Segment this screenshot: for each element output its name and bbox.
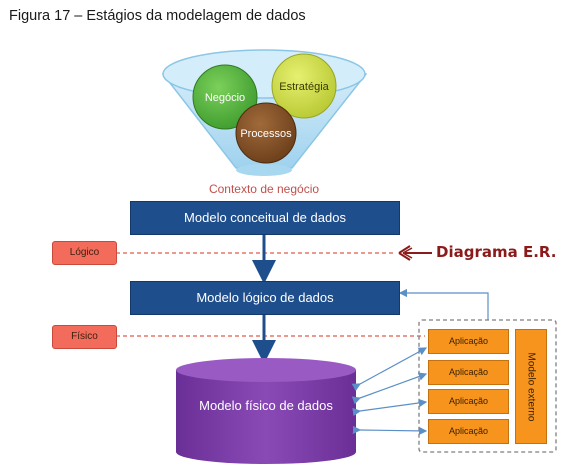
negocio-circle (192, 64, 258, 130)
app-cylinder-connectors (351, 347, 428, 436)
negocio-label: Negócio (205, 92, 245, 104)
application-box-3: Aplicação (428, 389, 509, 414)
annotation-arrow (398, 245, 432, 261)
external-to-logical-connector (398, 288, 489, 320)
logical-model-box: Modelo lógico de dados (130, 281, 400, 315)
external-model-label: Modelo externo (525, 352, 537, 421)
physical-cylinder (176, 358, 356, 464)
conceptual-model-box: Modelo conceitual de dados (130, 201, 400, 235)
estrategia-label: Estratégia (279, 81, 329, 93)
application-box-2: Aplicação (428, 360, 509, 385)
application-box-4: Aplicação (428, 419, 509, 444)
physical-model-label: Modelo físico de dados (199, 398, 333, 413)
processos-circle (235, 102, 297, 164)
logical-tag: Lógico (52, 241, 117, 265)
estrategia-circle (271, 53, 337, 119)
physical-tag: Físico (52, 325, 117, 349)
er-diagram-annotation: Diagrama E.R. (436, 243, 557, 261)
external-model-box: Modelo externo (515, 329, 547, 444)
processos-label: Processos (240, 128, 292, 140)
figure-caption: Figura 17 – Estágios da modelagem de dad… (9, 8, 306, 24)
context-label: Contexto de negócio (209, 182, 319, 196)
application-box-1: Aplicação (428, 329, 509, 354)
